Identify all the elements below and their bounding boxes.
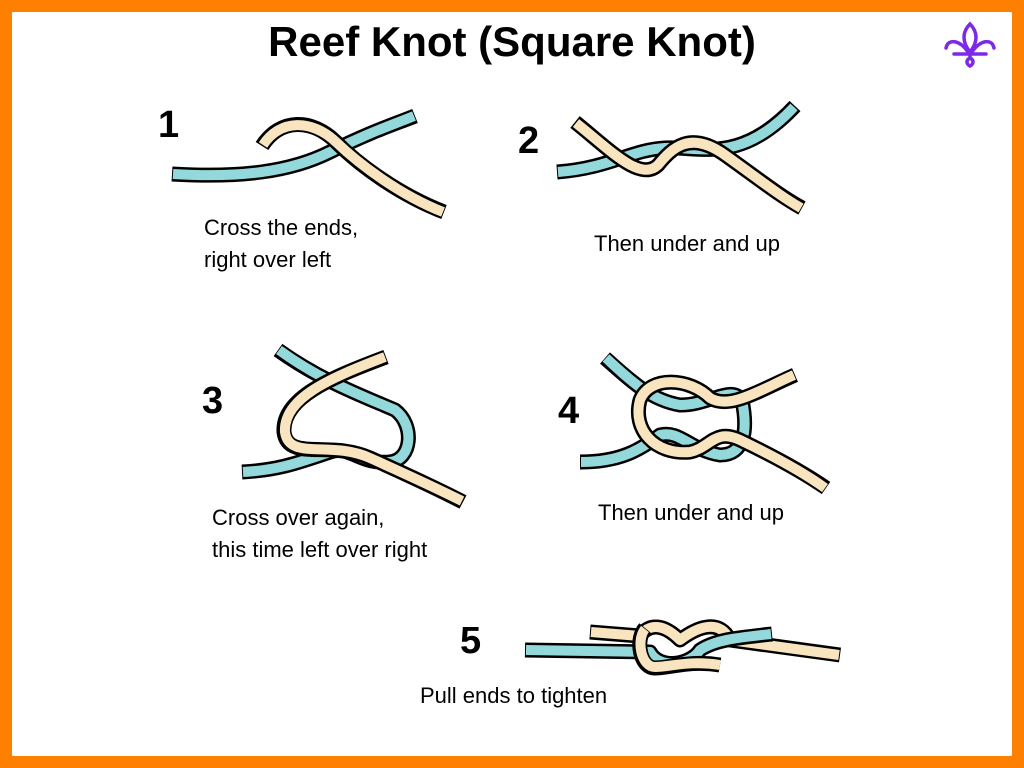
step-2-illustration — [556, 100, 806, 215]
step-3-caption: Cross over again, this time left over ri… — [212, 502, 427, 566]
caption-line: this time left over right — [212, 537, 428, 562]
step-1-number: 1 — [158, 104, 180, 146]
caption-line: Then under and up — [594, 231, 780, 256]
step-4-number: 4 — [558, 390, 580, 432]
step-4-illustration — [579, 352, 831, 495]
step-3-illustration — [241, 343, 467, 509]
step-3-number: 3 — [202, 380, 224, 422]
fleur-de-lis-icon — [944, 21, 996, 68]
caption-line: Pull ends to tighten — [420, 683, 608, 708]
step-2-number: 2 — [518, 120, 540, 162]
page-title: Reef Knot (Square Knot) — [268, 18, 756, 65]
step-2-caption: Then under and up — [594, 228, 780, 260]
caption-line: Then under and up — [598, 500, 784, 525]
caption-line: Cross the ends, — [204, 215, 359, 240]
caption-line: Cross over again, — [212, 505, 385, 530]
step-5-number: 5 — [460, 620, 482, 662]
caption-line: right over left — [204, 247, 332, 272]
step-1-illustration — [171, 109, 447, 219]
step-1-caption: Cross the ends, right over left — [204, 212, 358, 276]
step-5-caption: Pull ends to tighten — [420, 680, 607, 712]
step-5-illustration — [524, 619, 842, 676]
step-4-caption: Then under and up — [598, 497, 784, 529]
